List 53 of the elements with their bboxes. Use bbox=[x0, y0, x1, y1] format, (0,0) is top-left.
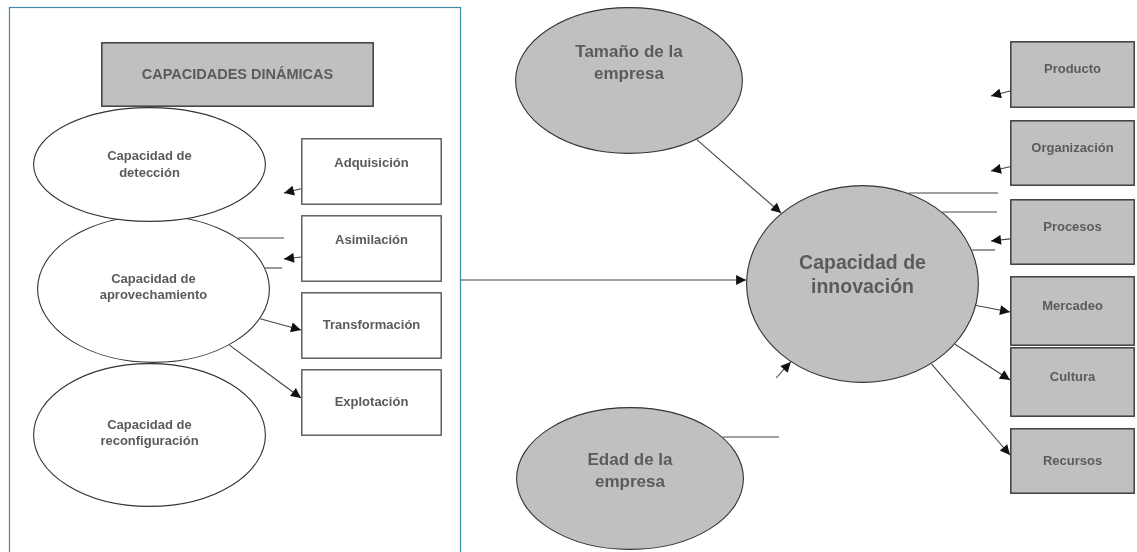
arrow bbox=[696, 139, 782, 214]
node-label: Explotación bbox=[333, 394, 410, 411]
process-box bbox=[1010, 120, 1135, 186]
node-label: CAPACIDADES DINÁMICAS bbox=[140, 65, 335, 84]
panel-frame bbox=[9, 7, 461, 551]
arrow bbox=[228, 344, 302, 399]
connector-line bbox=[264, 267, 283, 269]
oval-node bbox=[33, 107, 266, 222]
process-box bbox=[301, 215, 442, 282]
node-label: Mercadeo bbox=[1041, 297, 1104, 315]
node-label: Tamaño de la empresa bbox=[574, 41, 684, 84]
process-box bbox=[1010, 41, 1135, 108]
process-box bbox=[301, 292, 442, 359]
connector-line bbox=[722, 436, 780, 438]
arrow bbox=[990, 234, 1011, 245]
process-box bbox=[1010, 199, 1135, 265]
process-box bbox=[301, 138, 442, 205]
node-label: Adquisición bbox=[333, 155, 410, 172]
arrow bbox=[283, 252, 302, 263]
arrow bbox=[460, 275, 747, 285]
node-label: Capacidad de reconfiguración bbox=[99, 416, 200, 450]
process-box bbox=[1010, 347, 1135, 417]
connector-line bbox=[237, 237, 285, 239]
node-label: Cultura bbox=[1048, 368, 1097, 386]
node-label: Edad de la empresa bbox=[586, 449, 674, 492]
connector-line bbox=[941, 211, 998, 213]
node-label: Recursos bbox=[1041, 452, 1104, 470]
oval-node bbox=[516, 407, 744, 550]
node-label: Capacidad de detección bbox=[106, 148, 193, 181]
arrow bbox=[930, 363, 1011, 456]
arrow bbox=[259, 318, 302, 333]
node-label: Capacidad de aprovechamiento bbox=[98, 270, 209, 304]
arrow bbox=[990, 88, 1011, 99]
process-box bbox=[1010, 276, 1135, 346]
oval-node bbox=[33, 363, 266, 507]
node-label: Capacidad de innovación bbox=[798, 249, 927, 299]
arrow bbox=[283, 185, 302, 196]
connector-line bbox=[971, 249, 996, 251]
process-box bbox=[1010, 428, 1135, 494]
arrow bbox=[775, 361, 792, 379]
process-box bbox=[101, 42, 374, 107]
oval-node bbox=[515, 7, 743, 154]
process-box bbox=[301, 369, 442, 436]
arrow bbox=[954, 343, 1011, 381]
node-label: Producto bbox=[1042, 61, 1103, 78]
node-label: Asimilación bbox=[334, 232, 409, 249]
connector-line bbox=[907, 192, 999, 194]
arrow bbox=[990, 163, 1011, 174]
node-label: Transformación bbox=[321, 317, 422, 334]
oval-node bbox=[746, 185, 979, 383]
node-label: Organización bbox=[1030, 139, 1115, 157]
node-label: Procesos bbox=[1042, 218, 1103, 236]
arrow bbox=[975, 305, 1011, 316]
